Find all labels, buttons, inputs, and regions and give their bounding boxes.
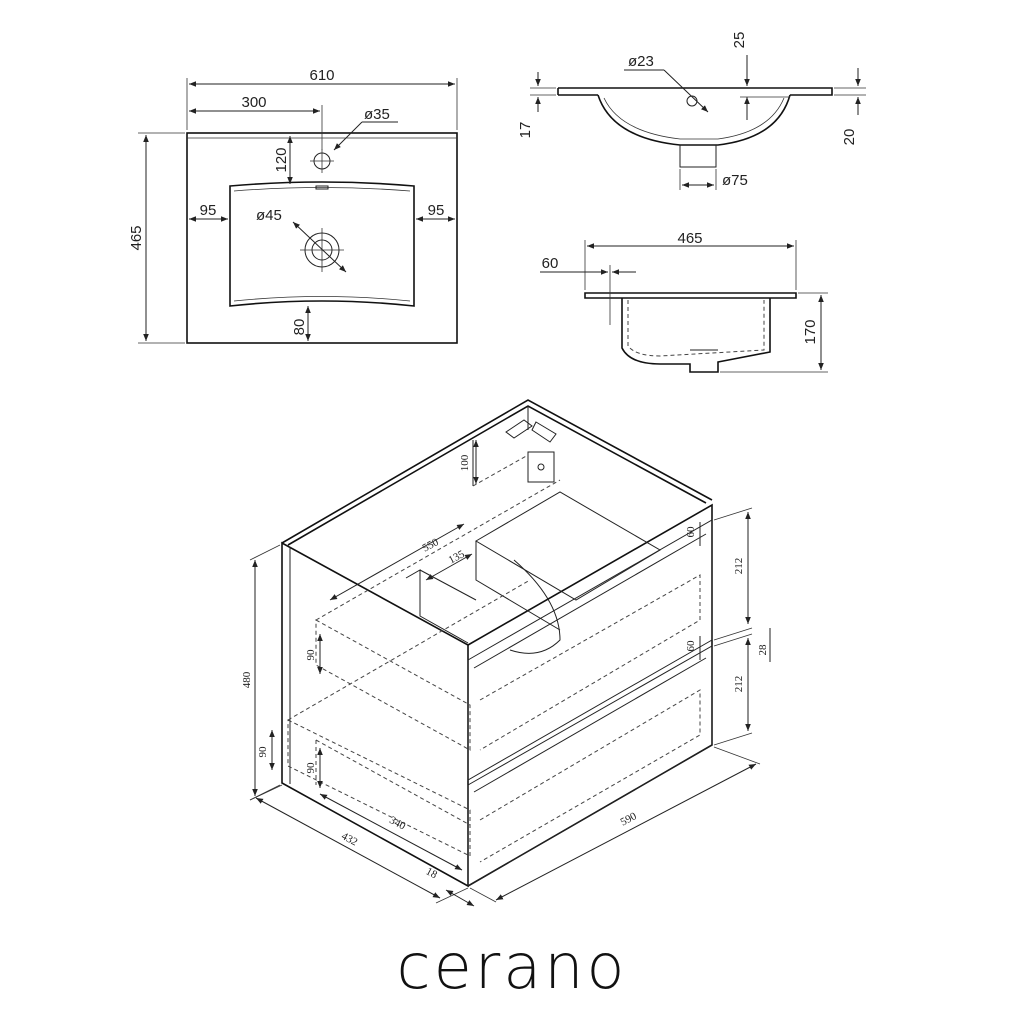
- basin-front-section: 465 60 170: [540, 230, 828, 373]
- dim-drain: ø45: [256, 207, 282, 224]
- dim-cutout: 135: [446, 548, 467, 567]
- basin-side-section: ø23 25 17 20 ø75: [517, 32, 866, 190]
- front-rim: [584, 292, 797, 299]
- dim-right-margin: 95: [428, 202, 445, 219]
- dim-left-margin: 95: [200, 202, 217, 219]
- dim-drain-outlet: ø75: [722, 172, 748, 189]
- dim-gap: 28: [757, 644, 769, 656]
- dim-front-thickness: 18: [424, 865, 440, 881]
- brand-logo: cerano: [397, 930, 628, 1003]
- side-bowl: [597, 94, 791, 146]
- dim-top-depth: 465: [128, 225, 145, 250]
- dim-bottom-drawer-offset: 60: [685, 640, 697, 652]
- side-rim: [558, 87, 833, 96]
- basin-top-view: 610 300 ø35 120 465 95 95 ø45 80: [128, 67, 458, 344]
- dim-top-width: 610: [309, 67, 334, 84]
- dim-bottom-drawer-height: 212: [733, 676, 745, 693]
- dim-back-height: 100: [459, 454, 471, 471]
- dim-front-margin: 80: [291, 319, 308, 336]
- dim-bowl-depth: 170: [802, 319, 819, 344]
- dim-tap-hole: ø35: [364, 106, 390, 123]
- cabinet-isometric: 100 550 135 480 212 212 28 60 60 90 90 9…: [241, 399, 771, 907]
- top-drawer-front: [467, 519, 713, 781]
- dim-cabinet-depth: 432: [339, 830, 359, 848]
- dim-cabinet-width: 590: [618, 810, 639, 829]
- dim-drawer-side-low: 90: [305, 762, 317, 774]
- dim-cabinet-height: 480: [241, 671, 253, 688]
- dim-drawer-depth: 340: [387, 814, 408, 833]
- hanging-bracket-icon: [505, 419, 557, 483]
- dim-drawer-side-mid: 90: [257, 746, 269, 758]
- dim-overflow: ø23: [628, 53, 654, 70]
- dim-rim-left: 17: [517, 122, 534, 139]
- dim-top-drawer-height: 212: [733, 558, 745, 575]
- dim-tap-offset: 120: [273, 147, 290, 172]
- dim-rim-right: 20: [841, 129, 858, 146]
- cabinet-left-side: [281, 541, 469, 888]
- overflow-hole: [686, 95, 698, 107]
- cabinet-top-edge: [281, 399, 713, 544]
- bottom-drawer-front: [467, 645, 713, 887]
- dim-drawer-side-top: 90: [305, 649, 317, 661]
- dim-front-setback: 60: [542, 255, 559, 272]
- dim-top-drawer-offset: 60: [685, 526, 697, 538]
- front-bowl: [621, 298, 771, 373]
- dim-top-half-width: 300: [241, 94, 266, 111]
- dim-front-depth: 465: [677, 230, 702, 247]
- dim-rim-top: 25: [731, 32, 748, 49]
